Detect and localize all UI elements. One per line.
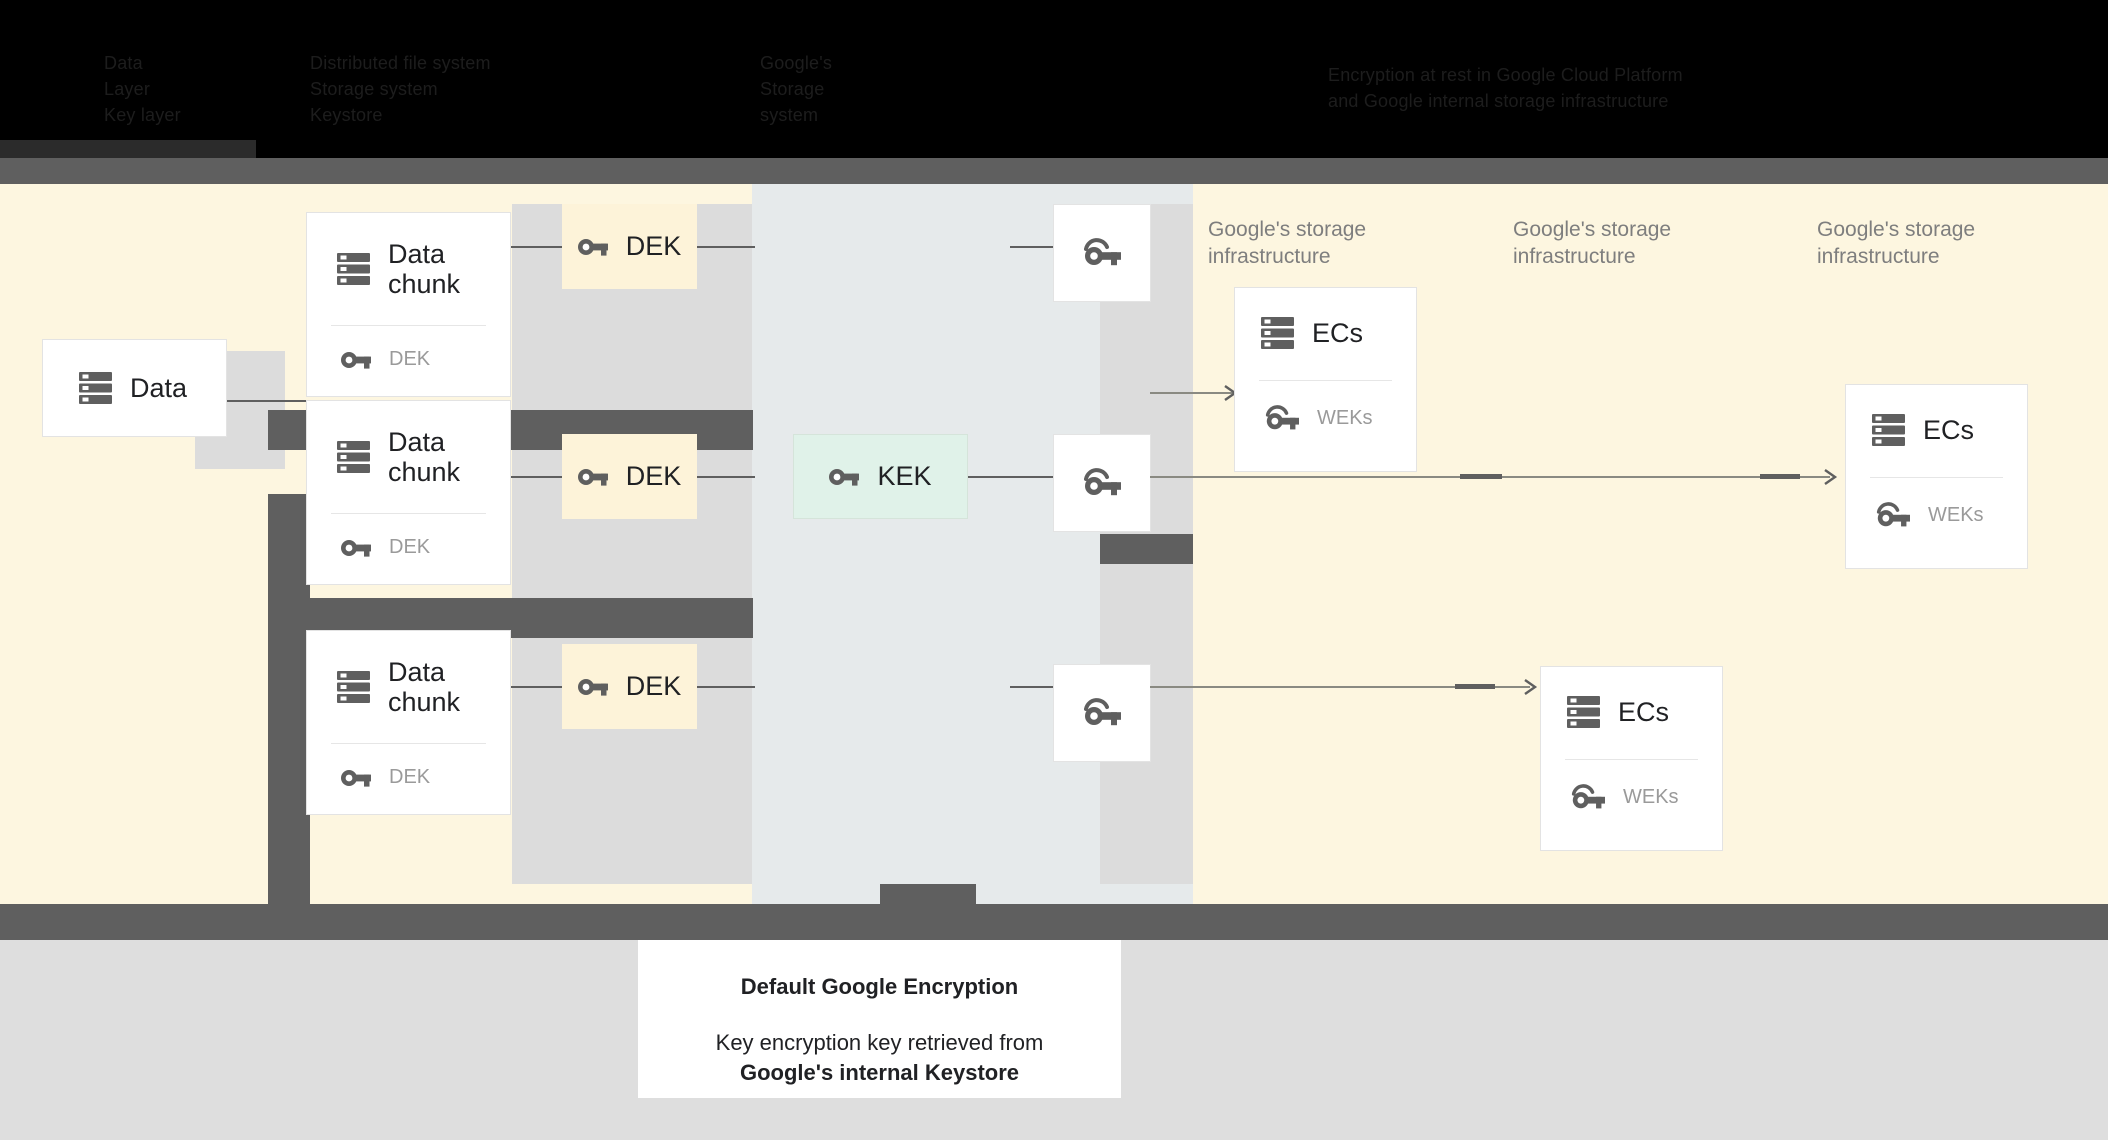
connector-kek-to-wkey-2 [968,476,1054,478]
server-icon [337,670,370,704]
connector-to-wkey-3 [1010,686,1054,688]
wrapped-key-icon [1083,468,1121,498]
server-icon [79,371,112,405]
caption-title: Default Google Encryption [740,974,1019,999]
data-source-label: Data [130,373,188,403]
data-chunk-card-3[interactable]: Data chunk DEK [306,630,511,815]
data-chunk-card-1[interactable]: Data chunk DEK [306,212,511,397]
card-divider [1565,759,1698,760]
ecs-card-key-label: WEKs [1928,504,1984,526]
frame-strip-top [0,158,2108,184]
overlay-bar-top [1100,534,1193,564]
data-source-card[interactable]: Data [42,339,227,437]
frame-strip-bottom [0,904,2108,940]
key-icon [577,467,608,487]
connector-chunk1-dek1 [511,246,563,248]
key-icon [829,467,860,487]
dek-box-3[interactable]: DEK [562,644,697,729]
data-chunk-key-label: DEK [389,348,431,370]
wrapped-key-icon [1083,238,1121,268]
data-chunk-title: Data chunk [388,427,461,487]
data-chunk-title: Data chunk [388,657,461,717]
key-icon [577,677,608,697]
kek-box[interactable]: KEK [793,434,968,519]
ecs-card-title: ECs [1618,697,1670,727]
banner-column-4: Encryption at rest in Google Cloud Platf… [1328,65,1683,111]
card-divider [331,325,486,326]
card-divider [1259,380,1392,381]
server-icon [1567,695,1600,729]
key-icon [577,237,608,257]
diagram-canvas: Data Data chunk [0,184,2108,904]
connector-dek3-out [697,686,755,688]
server-icon [1872,413,1905,447]
bracket-vertical [268,494,310,904]
dek-box-label: DEK [625,671,682,701]
server-icon [1261,316,1294,350]
connector-dek1-out [697,246,755,248]
card-divider [331,513,486,514]
infra-label-2: Google's storage infrastructure [1513,218,1672,268]
key-icon [341,350,371,370]
connector-chunk3-dek3 [511,686,563,688]
connector-dek2-out [697,476,755,478]
data-chunk-key-label: DEK [389,536,431,558]
arrow-line-1 [1150,392,1235,394]
connector-chunk2-dek2 [511,476,563,478]
arrow-seg-2a [1460,474,1502,479]
caption-line-2: Google's internal Keystore [739,1060,1020,1085]
connector-data-to-chunks [190,400,308,402]
banner-notch [0,140,256,162]
data-chunk-title: Data chunk [388,239,461,299]
banner-column-2: Distributed file system Storage system K… [310,53,491,125]
caption-line-1: Key encryption key retrieved from [715,1030,1044,1055]
data-chunk-card-2[interactable]: Data chunk DEK [306,400,511,585]
dek-box-2[interactable]: DEK [562,434,697,519]
wrapped-key-icon [1876,502,1910,529]
wrapped-key-box-1[interactable] [1053,204,1151,302]
top-banner: Data Layer Key layer Distributed file sy… [0,0,2108,162]
ecs-card-1[interactable]: ECs WEKs [1234,287,1417,472]
wrapped-key-icon [1571,784,1605,811]
dek-box-label: DEK [625,231,682,261]
caption-box: Default Google Encryption Key encryption… [638,940,1121,1098]
kek-box-label: KEK [877,461,932,491]
arrow-line-3 [1150,686,1530,688]
server-icon [337,252,370,286]
wrapped-key-icon [1083,698,1121,728]
ecs-card-title: ECs [1312,318,1364,348]
ecs-card-2[interactable]: ECs WEKs [1845,384,2028,569]
key-icon [341,538,371,558]
arrow-head-3 [1522,677,1540,702]
connector-to-wkey-1 [1010,246,1054,248]
ecs-card-title: ECs [1923,415,1975,445]
data-chunk-key-label: DEK [389,766,431,788]
dek-box-label: DEK [625,461,682,491]
banner-column-1: Data Layer Key layer [104,53,181,125]
ecs-card-key-label: WEKs [1317,407,1373,429]
infra-label-1: Google's storage infrastructure [1208,218,1367,268]
card-divider [331,743,486,744]
arrow-seg-3a [1455,684,1495,689]
server-icon [337,440,370,474]
card-divider [1870,477,2003,478]
wrapped-key-box-3[interactable] [1053,664,1151,762]
banner-column-3: Google's Storage system [760,53,833,125]
wrapped-key-box-2[interactable] [1053,434,1151,532]
arrow-head-2 [1822,467,1840,492]
infra-label-3: Google's storage infrastructure [1817,218,1976,268]
mid-panel-stub [880,884,976,904]
ecs-card-3[interactable]: ECs WEKs [1540,666,1723,851]
key-icon [341,768,371,788]
arrow-seg-2b [1760,474,1800,479]
wrapped-key-icon [1265,405,1299,432]
dek-box-1[interactable]: DEK [562,204,697,289]
caption-body: Key encryption key retrieved from Google… [638,1028,1121,1088]
ecs-card-key-label: WEKs [1623,786,1679,808]
